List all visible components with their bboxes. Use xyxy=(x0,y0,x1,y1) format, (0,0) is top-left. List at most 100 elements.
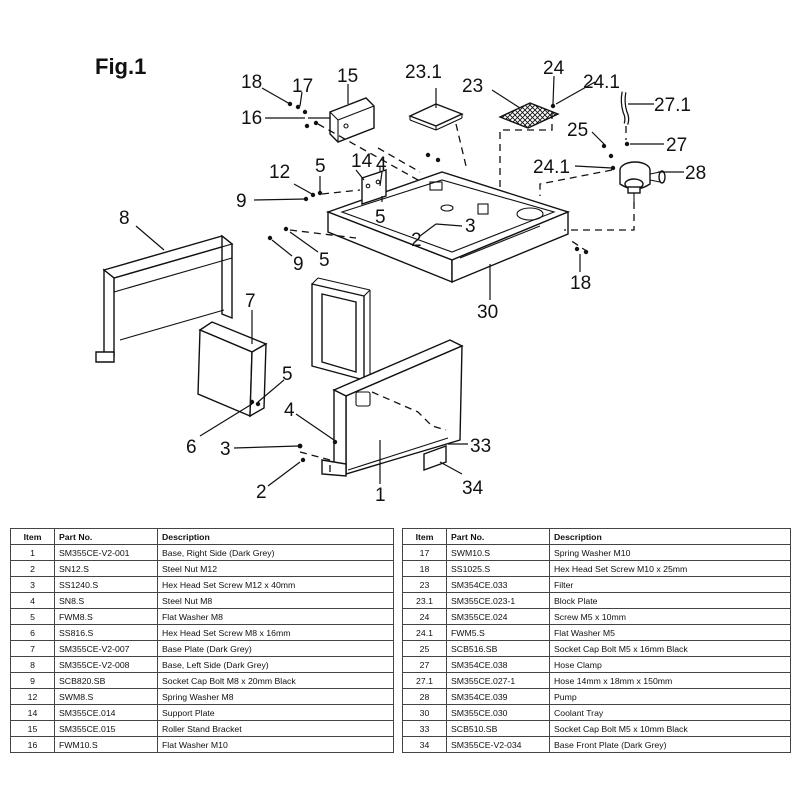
cell-description: Flat Washer M10 xyxy=(157,736,394,753)
cell-item: 5 xyxy=(10,608,55,625)
callout-25: 25 xyxy=(567,120,588,141)
callout-3: 3 xyxy=(465,216,476,237)
cell-part-no: SM355CE.014 xyxy=(54,704,158,721)
part-8-base-left-side xyxy=(95,234,234,363)
cell-item: 28 xyxy=(402,688,447,705)
cell-description: Socket Cap Bolt M5 x 16mm Black xyxy=(549,640,791,657)
cell-description: Flat Washer M8 xyxy=(157,608,394,625)
cell-part-no: FWM5.S xyxy=(446,624,550,641)
callout-17: 17 xyxy=(292,76,313,97)
cell-description: Screw M5 x 10mm xyxy=(549,608,791,625)
callout-30: 30 xyxy=(477,302,498,323)
cell-description: Pump xyxy=(549,688,791,705)
cell-description: Base Plate (Dark Grey) xyxy=(157,640,394,657)
cell-description: Filter xyxy=(549,576,791,593)
callout-24: 24 xyxy=(543,58,565,79)
cell-part-no: SS816.S xyxy=(54,624,158,641)
callout-2b: 2 xyxy=(256,482,267,503)
cell-item: 6 xyxy=(10,624,55,641)
callout-5c: 5 xyxy=(319,250,330,271)
figure-title: Fig.1 xyxy=(95,54,146,79)
cell-item: 12 xyxy=(10,688,55,705)
callout-4b: 4 xyxy=(284,400,295,421)
cell-part-no: FWM8.S xyxy=(54,608,158,625)
callout-24-1b: 24.1 xyxy=(533,157,570,178)
table-header-row: Item Part No. Description xyxy=(10,528,394,545)
header-description: Description xyxy=(549,528,791,545)
callout-9b: 9 xyxy=(293,254,304,275)
cell-item: 27 xyxy=(402,656,447,673)
callout-3b: 3 xyxy=(220,439,231,460)
callout-8: 8 xyxy=(119,208,130,229)
cell-item: 18 xyxy=(402,560,447,577)
callout-15: 15 xyxy=(337,66,358,87)
header-part-no: Part No. xyxy=(446,528,550,545)
cell-part-no: SM355CE-V2-008 xyxy=(54,656,158,673)
cell-part-no: SM354CE.033 xyxy=(446,576,550,593)
cell-part-no: SWM8.S xyxy=(54,688,158,705)
cell-description: Base, Left Side (Dark Grey) xyxy=(157,656,394,673)
header-item: Item xyxy=(402,528,447,545)
exploded-parts-diagram: Fig.1 xyxy=(95,54,706,506)
cell-part-no: SM355CE.027-1 xyxy=(446,672,550,689)
cell-description: Socket Cap Bolt M5 x 10mm Black xyxy=(549,720,791,737)
callout-28: 28 xyxy=(685,163,706,184)
callout-5: 5 xyxy=(315,156,326,177)
cell-item: 23 xyxy=(402,576,447,593)
cell-description: Steel Nut M8 xyxy=(157,592,394,609)
callout-14: 14 xyxy=(351,151,373,172)
cell-item: 34 xyxy=(402,736,447,753)
callout-2: 2 xyxy=(411,230,422,251)
cell-description: Steel Nut M12 xyxy=(157,560,394,577)
callout-18: 18 xyxy=(241,72,262,93)
cell-description: Block Plate xyxy=(549,592,791,609)
part-1-rear-frame xyxy=(311,277,371,381)
cell-item: 3 xyxy=(10,576,55,593)
cell-part-no: SM355CE.030 xyxy=(446,704,550,721)
part-27-1-hose xyxy=(620,91,630,125)
callout-23: 23 xyxy=(462,76,483,97)
cell-description: Coolant Tray xyxy=(549,704,791,721)
cell-description: Hose Clamp xyxy=(549,656,791,673)
cell-item: 9 xyxy=(10,672,55,689)
cell-part-no: SCB820.SB xyxy=(54,672,158,689)
part-34-base-front-plate xyxy=(423,445,447,471)
cell-part-no: SM355CE-V2-007 xyxy=(54,640,158,657)
callout-23-1: 23.1 xyxy=(405,62,442,83)
cell-part-no: SS1240.S xyxy=(54,576,158,593)
cell-item: 16 xyxy=(10,736,55,753)
cell-item: 25 xyxy=(402,640,447,657)
cell-item: 30 xyxy=(402,704,447,721)
cell-part-no: SM355CE-V2-034 xyxy=(446,736,550,753)
part-23-filter xyxy=(498,102,560,129)
cell-part-no: SM355CE.023-1 xyxy=(446,592,550,609)
cell-part-no: FWM10.S xyxy=(54,736,158,753)
cell-item: 24 xyxy=(402,608,447,625)
callout-1: 1 xyxy=(375,485,386,506)
callout-4: 4 xyxy=(376,154,387,175)
cell-part-no: SS1025.S xyxy=(446,560,550,577)
part-28-pump xyxy=(619,161,666,202)
fasteners-16-17-18 xyxy=(287,101,330,129)
callout-labels: 18 17 15 16 23.1 23 24 24.1 27.1 25 27 2… xyxy=(119,58,706,506)
fasteners-2-3-4-5-6 xyxy=(249,399,338,463)
callout-18b: 18 xyxy=(570,273,591,294)
callout-12: 12 xyxy=(269,162,290,183)
